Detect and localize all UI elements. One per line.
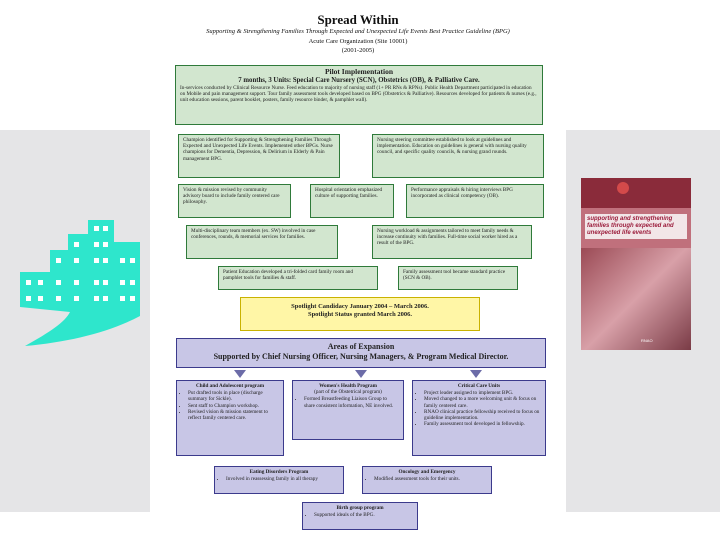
list-item: Family assessment tool developed in fell…: [424, 421, 541, 427]
list-item: RNAO clinical practice fellowship receiv…: [424, 409, 541, 421]
expansion-box: Areas of Expansion Supported by Chief Nu…: [176, 338, 546, 368]
eating-program-title: Eating Disorders Program: [249, 469, 309, 475]
document-page: Spread Within Supporting & Strengthening…: [150, 0, 566, 540]
performance-box: Performance appraisals & hiring intervie…: [406, 184, 544, 218]
birth-group-title: Birth group program: [336, 505, 384, 511]
list-item: Sent staff to Champion workshop.: [188, 403, 279, 409]
workload-box: Nursing workload & assignments tailored …: [372, 225, 532, 259]
critical-care-units-box: Critical Care Units Project leader assig…: [412, 380, 546, 456]
expansion-arrow-center: [355, 370, 367, 378]
womens-health-program-box: Women's Health Program (part of the Obst…: [292, 380, 404, 440]
hospital-orientation-box: Hospital orientation emphasized culture …: [310, 184, 394, 218]
expansion-arrow-left: [234, 370, 246, 378]
eating-disorders-program-box: Eating Disorders Program Involved in rea…: [214, 466, 344, 494]
list-item: Moved changed to a more welcoming unit &…: [424, 396, 541, 408]
family-assessment-tool-box: Family assessment tool became standard p…: [398, 266, 518, 290]
critical-care-title: Critical Care Units: [457, 383, 501, 389]
pilot-body: In-services conducted by Clinical Resour…: [180, 84, 537, 103]
list-item: Revised vision & mission statement to re…: [188, 409, 279, 421]
list-item: Project leader assigned to implement BPG…: [424, 390, 541, 396]
pilot-subheading: 7 months, 3 Units: Special Care Nursery …: [238, 76, 480, 84]
womens-program-subtitle: (part of the Obstetrical program): [314, 389, 382, 396]
pilot-box: Pilot Implementation 7 months, 3 Units: …: [175, 65, 543, 125]
cover-header-band: [581, 178, 691, 208]
expansion-line-2: Supported by Chief Nursing Officer, Nurs…: [213, 352, 509, 361]
page-title: Spread Within: [317, 12, 399, 27]
list-item: Supported ideals of the BPG.: [314, 512, 413, 518]
child-program-title: Child and Adolescent program: [195, 383, 265, 389]
cover-photo: [581, 248, 691, 350]
patient-education-box: Patient Education developed a tri-folded…: [218, 266, 378, 290]
womens-program-title: Women's Health Program: [319, 383, 377, 389]
oncology-title: Oncology and Emergency: [398, 469, 456, 475]
list-item: Put drafted tools in place (discharge su…: [188, 390, 279, 402]
birth-group-program-box: Birth group program Supported ideals of …: [302, 502, 418, 530]
spotlight-line-1: Spotlight Candidacy January 2004 – March…: [291, 303, 429, 310]
cover-title: supporting and strengthening families th…: [585, 214, 687, 239]
guideline-cover-image: supporting and strengthening families th…: [581, 178, 691, 350]
cover-org: RNAO: [641, 338, 653, 343]
expansion-arrow-right: [470, 370, 482, 378]
pilot-heading: Pilot Implementation: [324, 67, 394, 76]
org-line: Acute Care Organization (Site 10001): [308, 38, 408, 45]
subtitle: Supporting & Strengthening Families Thro…: [206, 28, 510, 35]
oncology-emergency-box: Oncology and Emergency Modified assessme…: [362, 466, 492, 494]
champion-box: Champion identified for Supporting & Str…: [178, 134, 340, 178]
list-item: Involved in reassessing family in all th…: [226, 476, 339, 482]
expansion-line-1: Areas of Expansion: [327, 342, 395, 351]
hospital-building-icon: [20, 220, 140, 346]
cover-logo-icon: [617, 182, 629, 194]
spotlight-box: Spotlight Candidacy January 2004 – March…: [240, 297, 480, 331]
child-adolescent-program-box: Child and Adolescent program Put drafted…: [176, 380, 284, 456]
list-item: Modified assessment tools for their unit…: [374, 476, 487, 482]
years-line: (2001-2005): [341, 47, 375, 54]
spotlight-line-2: Spotlight Status granted March 2006.: [307, 311, 413, 318]
steering-committee-box: Nursing steering committee established t…: [372, 134, 544, 178]
vision-box: Vision & mission revised by community ad…: [178, 184, 291, 218]
multidisciplinary-box: Multi-disciplinary team members (ex. SW)…: [186, 225, 338, 259]
list-item: Formed Breastfeeding Liaison Group to sh…: [304, 396, 399, 408]
